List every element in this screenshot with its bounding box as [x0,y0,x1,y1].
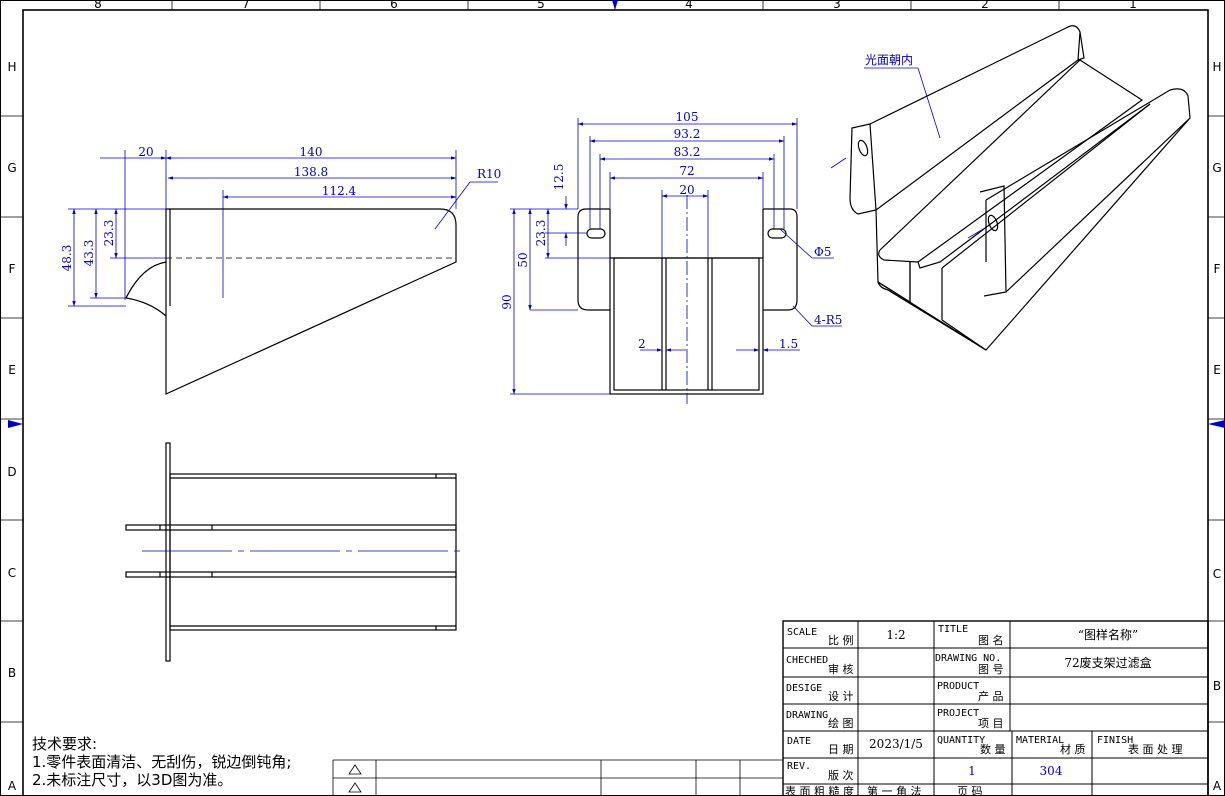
material-value: 304 [1040,764,1063,778]
svg-text:G: G [1212,161,1221,175]
side-view: 105 93.2 83.2 72 20 12.5 23.3 50 90 Φ5 4… [500,110,842,404]
dim-83-2: 83.2 [674,145,701,159]
svg-text:DRAWING: DRAWING [786,710,828,721]
svg-text:比 例: 比 例 [828,633,854,647]
svg-text:表 面 处 理: 表 面 处 理 [1128,742,1183,756]
technical-requirements: 技术要求: 1.零件表面清洁、无刮伤，锐边倒钝角; 2.未标注尺寸，以3D图为准… [32,735,291,789]
top-view [125,442,466,662]
svg-text:1: 1 [1129,0,1137,11]
svg-text:H: H [7,60,16,74]
dim-140: 140 [300,145,323,159]
svg-text:项 目: 项 目 [978,717,1004,730]
dim-4-r5: 4-R5 [814,313,842,327]
svg-text:MATERIAL: MATERIAL [1016,735,1064,746]
svg-text:7: 7 [242,0,250,11]
svg-text:B: B [1213,679,1221,693]
svg-text:DESIGE: DESIGE [786,683,822,694]
tech-req-item-1: 1.零件表面清洁、无刮伤，锐边倒钝角; [32,753,291,771]
dim-20-side: 20 [679,183,694,197]
svg-text:C: C [8,566,16,580]
revision-strip [332,759,783,796]
svg-text:C: C [1213,567,1221,581]
svg-text:3: 3 [833,0,841,11]
svg-text:QUANTITY: QUANTITY [937,735,985,746]
zone-labels-top: 8 7 6 5 4 3 2 1 [94,0,1137,11]
svg-text:产 品: 产 品 [978,689,1004,703]
svg-text:绘 图: 绘 图 [828,716,854,730]
zone-labels-left: H G F E D C B A [7,60,17,793]
scale-value: 1:2 [886,628,905,642]
tech-req-item-2: 2.未标注尺寸，以3D图为准。 [32,771,232,789]
dim-93-2: 93.2 [674,127,701,141]
quantity-value: 1 [968,764,976,778]
svg-text:表 面 粗 糙 度: 表 面 粗 糙 度 [785,784,854,796]
dim-20: 20 [138,145,153,159]
svg-text:E: E [8,363,16,377]
front-view: 20 140 138.8 112.4 R10 48.3 43.3 23.3 [60,145,501,395]
svg-text:G: G [7,161,16,175]
svg-text:CHECHED: CHECHED [786,655,828,666]
dim-105: 105 [676,110,699,124]
right-center-mark [1208,420,1225,428]
date-value: 2023/1/5 [869,737,923,751]
svg-text:4: 4 [685,0,693,11]
svg-text:DRAWING NO.: DRAWING NO. [935,653,1001,664]
svg-text:PROJECT: PROJECT [937,708,979,719]
svg-text:版 次: 版 次 [828,768,854,782]
dim-48-3: 48.3 [60,245,74,272]
svg-text:FINISH: FINISH [1097,735,1133,746]
top-center-mark [612,0,618,10]
svg-text:D: D [7,465,16,479]
svg-text:图 名: 图 名 [978,633,1004,647]
left-center-mark [8,420,23,428]
svg-text:日 期: 日 期 [828,743,854,756]
svg-text:F: F [9,262,16,276]
dim-138-8: 138.8 [294,165,328,179]
svg-text:审 核: 审 核 [828,662,854,676]
svg-text:PRODUCT: PRODUCT [937,681,979,692]
svg-text:REV.: REV. [787,761,811,772]
svg-text:A: A [8,779,17,793]
svg-text:B: B [8,666,16,680]
dim-23-3: 23.3 [102,220,116,247]
dim-90: 90 [500,294,514,309]
svg-text:F: F [1214,262,1221,276]
svg-text:TITLE: TITLE [938,624,968,635]
svg-text:A: A [1213,779,1222,793]
zone-labels-right: H G F E C B A [1212,60,1222,793]
svg-text:DATE: DATE [787,736,811,747]
dim-112-4: 112.4 [322,184,357,198]
dim-50: 50 [516,252,530,267]
svg-text:6: 6 [390,0,398,11]
svg-text:2: 2 [981,0,989,11]
dim-1-5: 1.5 [779,337,798,351]
dim-72: 72 [679,164,694,178]
dim-23-3-side: 23.3 [534,220,548,247]
dim-r10: R10 [477,167,501,181]
iso-view: 光面朝内 [830,25,1191,351]
svg-text:设 计: 设 计 [828,690,854,703]
svg-text:材 质: 材 质 [1060,742,1086,756]
dim-43-3: 43.3 [82,240,96,267]
svg-text:8: 8 [94,0,102,11]
drawing-no-value: 72废支架过滤盒 [1064,655,1151,670]
svg-text:第 一 角 法: 第 一 角 法 [867,784,922,796]
svg-text:H: H [1212,60,1221,74]
title-value: “图样名称” [1078,627,1138,642]
tech-req-title: 技术要求: [32,735,97,753]
svg-text:数 量: 数 量 [980,743,1006,756]
note-smooth-side-inward: 光面朝内 [865,53,913,67]
svg-text:图 号: 图 号 [978,663,1004,676]
svg-text:E: E [1213,363,1221,377]
title-block: SCALE 比 例 1:2 TITLE 图 名 “图样名称” CHECHED 审… [782,620,1209,796]
svg-text:5: 5 [537,0,545,11]
dim-2: 2 [638,337,646,351]
svg-text:SCALE: SCALE [787,627,817,638]
dim-12-5: 12.5 [552,164,566,191]
svg-text:页 码: 页 码 [957,785,983,796]
dim-phi5: Φ5 [814,245,831,259]
